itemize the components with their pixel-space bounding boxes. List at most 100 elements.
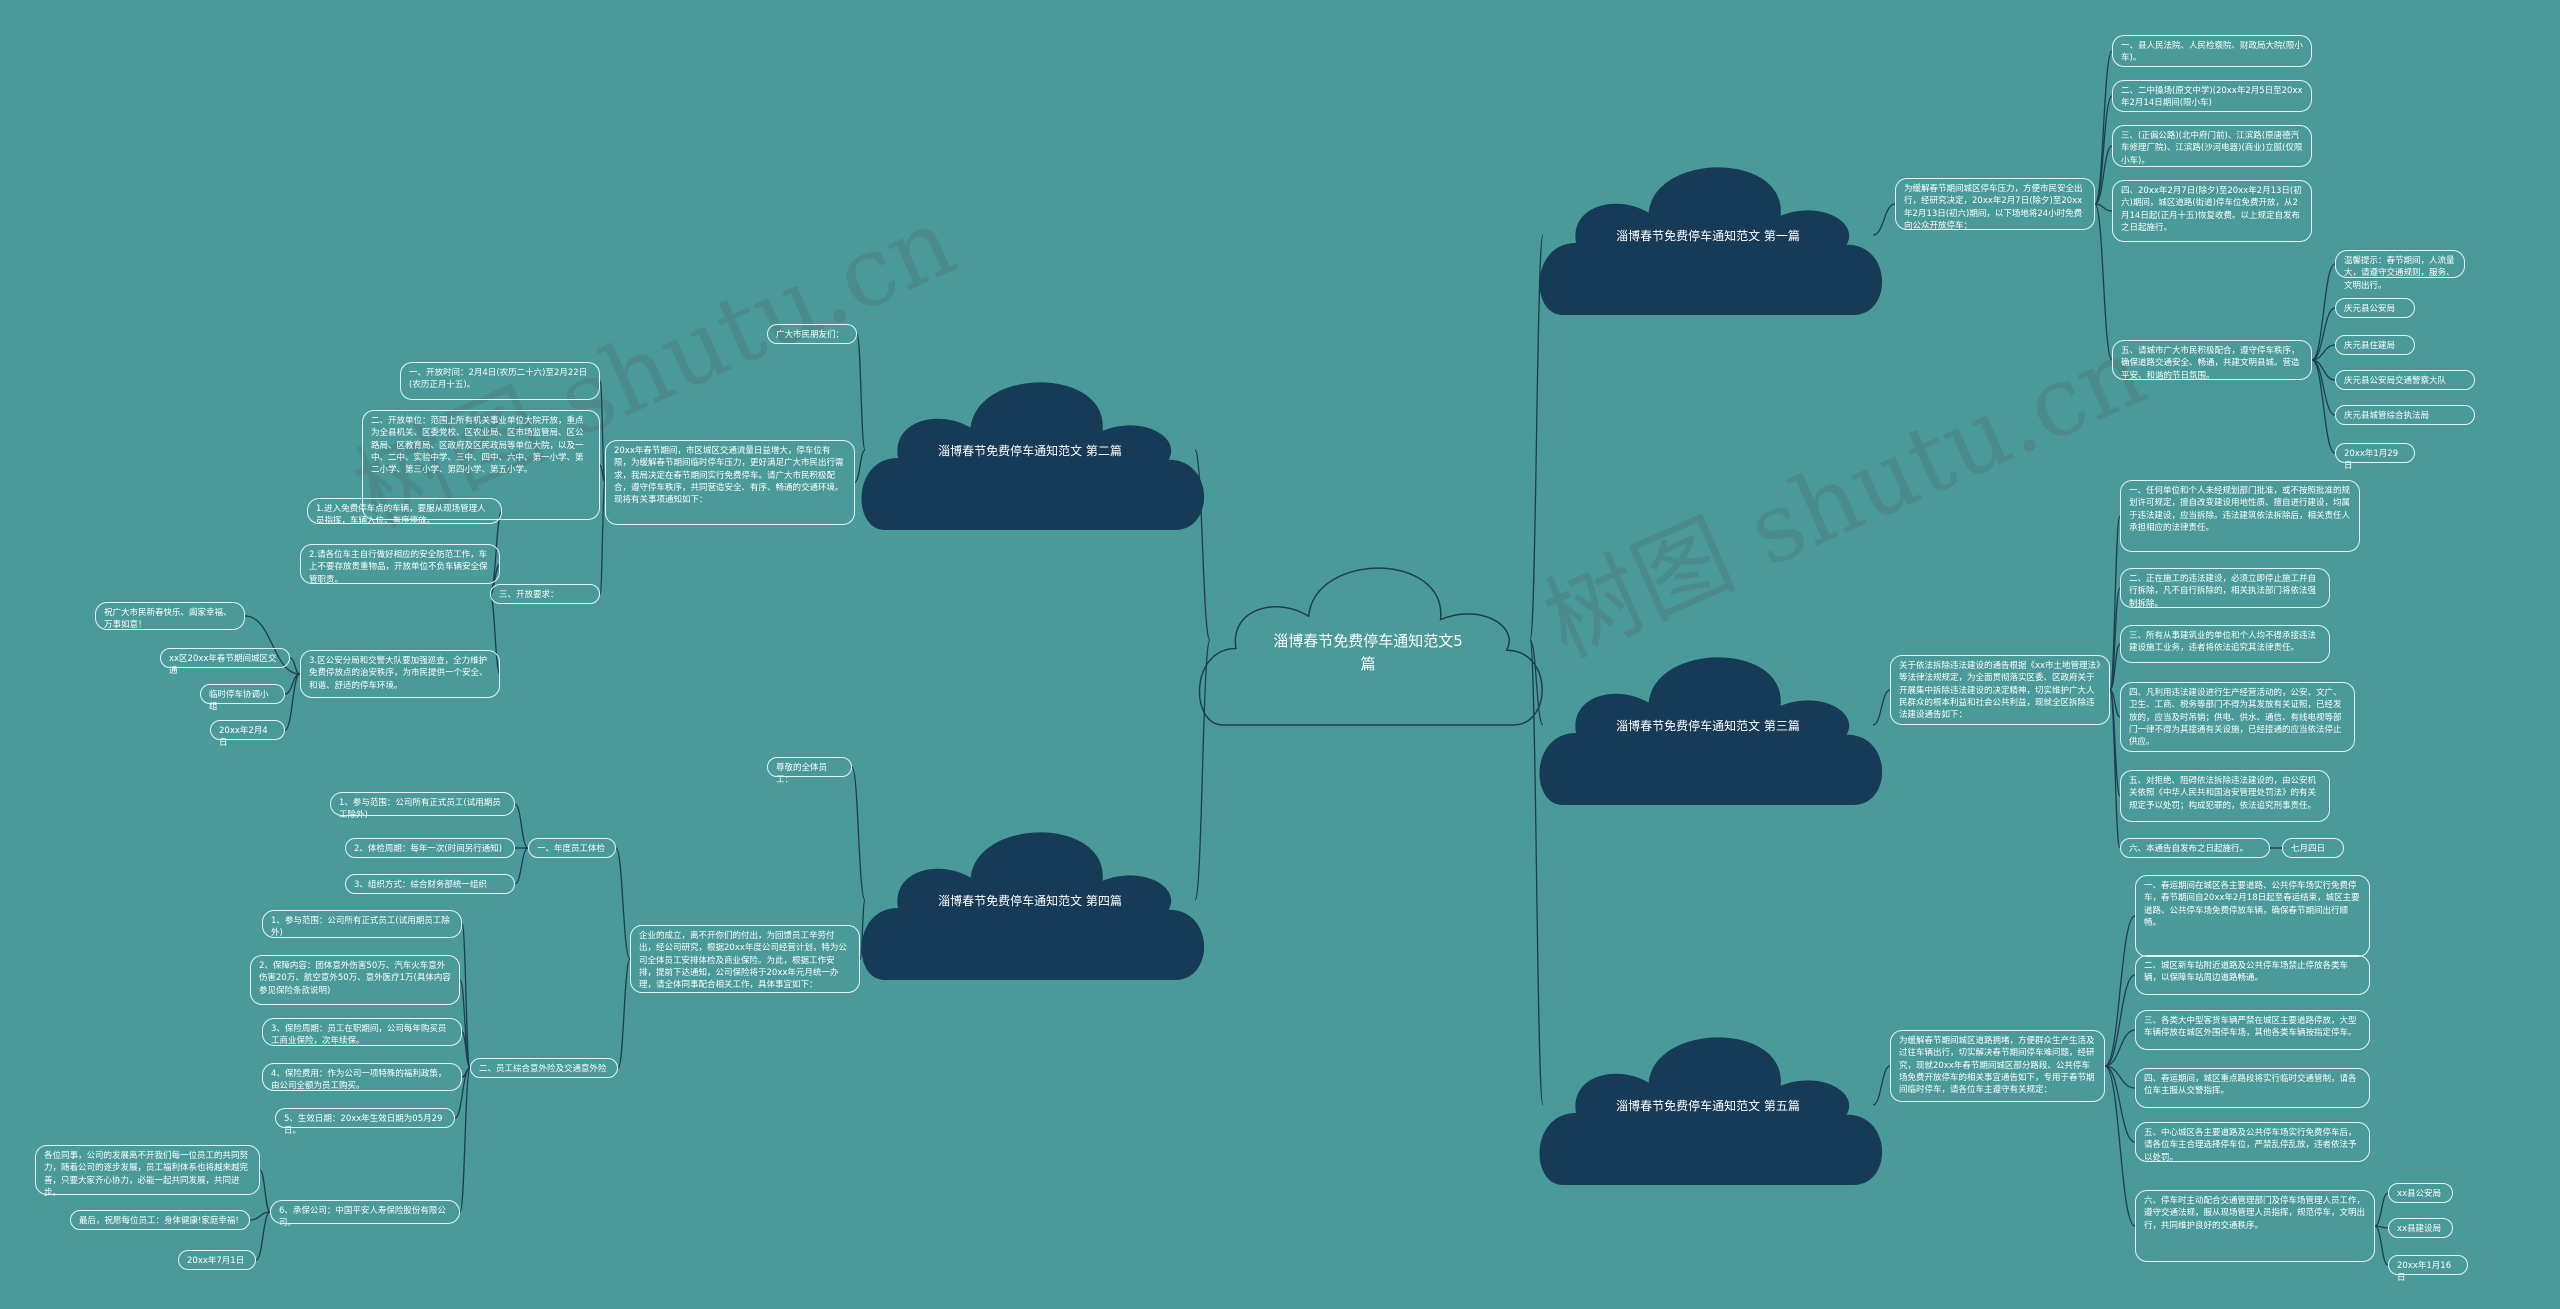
branch1-sub-6[interactable]: 20xx年1月29日 (2335, 443, 2415, 471)
branch4-insurance-2[interactable]: 2、保障内容：团体意外伤害50万、汽车火车意外伤害20万、航空意外50万、意外医… (250, 955, 460, 1005)
connector-line (599, 481, 606, 595)
branch1-item-5[interactable]: 五、请城市广大市民积极配合，遵守停车秩序，确保道路交通安全、畅通，共建文明县城。… (2112, 340, 2312, 381)
branch1-sub-4[interactable]: 庆元县公安局交通警察大队 (2335, 370, 2475, 390)
branch5-item-1[interactable]: 一、春运期间在城区各主要道路、公共停车场实行免费停车，春节期间自20xx年2月1… (2135, 875, 2370, 957)
connector-line (461, 1031, 471, 1069)
branch-title-4: 淄博春节免费停车通知范文 第四篇 (938, 894, 1122, 908)
branch2-intro[interactable]: 20xx年春节期间，市区城区交通流量日益增大，停车位有限，为缓解春节期间临时停车… (605, 440, 855, 525)
branch2-sub-3[interactable]: 临时停车协调小组 (200, 684, 285, 712)
connector-line (1872, 1065, 1891, 1106)
branch2-item-2[interactable]: 二、开放单位：范围上所有机关事业单位大院开放，重点为全县机关、区委党校、区农业局… (362, 410, 600, 520)
connector-line (1194, 639, 1211, 901)
branch-cloud-5[interactable] (1539, 1037, 1883, 1185)
branch1-sub-5[interactable]: 庆元县城管综合执法局 (2335, 405, 2475, 425)
connector-line (249, 1211, 271, 1221)
branch5-item-3[interactable]: 三、各类大中型客货车辆严禁在城区主要道路停放，大型车辆停放在城区外围停车场，其他… (2135, 1010, 2370, 1050)
branch-cloud-1[interactable] (1539, 167, 1883, 315)
branch2-item-1[interactable]: 一、开放时间：2月4日(农历二十六)至2月22日(农历正月十五)。 (400, 362, 600, 400)
branch2-sub-2[interactable]: xx区20xx年春节期间城区交通 (160, 648, 290, 676)
branch5-item-6[interactable]: 六、停车时主动配合交通管理部门及停车场管理人员工作，遵守交通法规，服从现场管理人… (2135, 1190, 2375, 1262)
branch5-item-5[interactable]: 五、中心城区各主要道路及公共停车场实行免费停车后，请各位车主合理选择停车位，严禁… (2135, 1122, 2370, 1163)
connector-line (617, 958, 631, 1069)
connector-line (2311, 359, 2336, 454)
connector-line (244, 615, 301, 675)
branch3-item-6[interactable]: 六、本通告自发布之日起施行。 (2120, 838, 2270, 858)
branch-title-1: 淄博春节免费停车通知范文 第一篇 (1616, 229, 1800, 243)
connector-line (859, 899, 866, 960)
connector-line (454, 1067, 471, 1119)
branch1-sub-2[interactable]: 庆元县公安局 (2335, 298, 2415, 318)
branch2-requirement-3[interactable]: 3.区公安分局和交警大队要加强巡查，全力维护免费停放点的治安秩序，为市民提供一个… (300, 650, 500, 698)
branch3-item-5[interactable]: 五、对拒绝、阻碍依法拆除违法建设的，由公安机关依照《中华人民共和国治安管理处罚法… (2120, 770, 2330, 822)
connector-line (2094, 50, 2113, 205)
branch5-sub-1[interactable]: xx县公安局 (2388, 1183, 2453, 1203)
central-topic-cloud[interactable] (1198, 567, 1543, 726)
branch2-sub-4[interactable]: 20xx年2月4日 (210, 720, 285, 748)
branch4-sub-2[interactable]: 最后，祝愿每位员工：身体健康!家庭幸福! (70, 1210, 250, 1230)
connector-line (2104, 974, 2136, 1067)
connector-line (856, 333, 866, 451)
branch4-greeting[interactable]: 尊敬的全体员工： (767, 757, 852, 785)
branch4-sub-3[interactable]: 20xx年7月1日 (178, 1250, 256, 1270)
branch3-intro[interactable]: 关于依法拆除违法建设的通告根据《xx市土地管理法》等法律法规规定，为全面贯彻落实… (1890, 655, 2110, 725)
branch4-insurance-3[interactable]: 3、保险周期：员工在职期间，公司每年购买员工商业保险，次年续保。 (262, 1018, 462, 1046)
branch4-insurance-5[interactable]: 5、生效日期：20xx年生效日期为05月29日。 (275, 1108, 455, 1136)
connector-line (2104, 1065, 2136, 1227)
connector-line (2094, 203, 2113, 361)
branch1-item-1[interactable]: 一、县人民法院、人民检察院、财政局大院(限小车)。 (2112, 35, 2312, 67)
connector-line (2104, 1065, 2136, 1143)
connector-line (259, 1169, 271, 1213)
branch-cloud-3[interactable] (1539, 657, 1883, 805)
branch1-item-2[interactable]: 二、二中操场(原文中学)(20xx年2月5日至20xx年2月14日期间(限小车) (2112, 80, 2312, 112)
branch1-sub-1[interactable]: 温馨提示：春节期间，人流量大，请遵守交通规则，服务、文明出行。 (2335, 250, 2465, 291)
branch2-item-3[interactable]: 三、开放要求： (490, 584, 600, 604)
connector-line (2311, 344, 2336, 361)
branch1-intro[interactable]: 为缓解春节期间城区停车压力，方便市民安全出行，经研究决定，20xx年2月7日(除… (1895, 178, 2095, 231)
branch1-sub-3[interactable]: 庆元县住建局 (2335, 335, 2415, 355)
branch3-item-2[interactable]: 二、正在施工的违法建设，必须立即停止施工并自行拆除，凡不自行拆除的，相关执法部门… (2120, 568, 2330, 609)
connector-line (599, 464, 606, 483)
branch4-exam-2[interactable]: 2、体检周期：每年一次(时间另行通知) (345, 838, 515, 858)
branch4-section-2[interactable]: 二、员工综合意外险及交通意外险 (470, 1058, 618, 1078)
branch4-section-1[interactable]: 一、年度员工体检 (528, 838, 616, 858)
branch4-sub-1[interactable]: 各位同事，公司的发展离不开我们每一位员工的共同努力，随着公司的逐步发展，员工福利… (35, 1145, 260, 1198)
branch2-requirement-2[interactable]: 2.请各位车主自行做好相应的安全防范工作，车上不要存放贵重物品，开放单位不负车辆… (300, 544, 500, 585)
connector-line (2094, 145, 2113, 205)
branch5-sub-3[interactable]: 20xx年1月16日 (2388, 1255, 2468, 1283)
connector-line (1529, 639, 1544, 1106)
connector-line (2109, 643, 2121, 691)
branch4-intro[interactable]: 企业的成立，离不开你们的付出，为回馈员工辛劳付出，经公司研究，根据20xx年度公… (630, 925, 860, 993)
branch5-sub-2[interactable]: xx县建设局 (2388, 1218, 2453, 1238)
branch4-exam-3[interactable]: 3、组织方式：综合财务部统一组织 (345, 874, 515, 894)
branch5-intro[interactable]: 为缓解春节期间城区道路拥堵，方便群众生产生活及过往车辆出行，切实解决春节期间停车… (1890, 1030, 2105, 1102)
branch4-exam-1[interactable]: 1、参与范围：公司所有正式员工(试用期员工除外) (330, 792, 515, 820)
connector-line (514, 847, 529, 885)
branch4-insurance-6[interactable]: 6、承保公司：中国平安人寿保险股份有限公司。 (270, 1200, 460, 1228)
branch5-item-4[interactable]: 四、春运期间，城区重点路段将实行临时交通管制，请各位车主服从交警指挥。 (2135, 1068, 2370, 1108)
branch5-item-2[interactable]: 二、城区新车站附近道路及公共停车场禁止停放各类车辆，以保障车站周边道路畅通。 (2135, 955, 2370, 995)
branch3-date[interactable]: 七月四日 (2282, 838, 2344, 858)
branch2-sub-1[interactable]: 祝广大市民新春快乐、阖家幸福、万事如意！ (95, 602, 245, 630)
connector-line (615, 847, 631, 960)
branch-cloud-2[interactable] (861, 382, 1205, 530)
branch4-insurance-4[interactable]: 4、保险费用：作为公司一项特殊的福利政策，由公司全额为员工购买。 (262, 1063, 462, 1091)
branch3-item-3[interactable]: 三、所有从事建筑业的单位和个人均不得承接违法建设施工业务，违者将依法追究其法律责… (2120, 625, 2330, 663)
connector-line (854, 449, 866, 483)
connector-line (599, 380, 606, 483)
branch2-greeting[interactable]: 广大市民朋友们： (767, 324, 857, 344)
branch2-requirement-1[interactable]: 1.进入免费停车点的车辆，要服从现场管理人员指挥，车辆入位、有序停放。 (307, 498, 502, 526)
branch1-item-4[interactable]: 四、20xx年2月7日(除夕)至20xx年2月13日(初六)期间，城区道路(街道… (2112, 180, 2312, 242)
connector-line (2104, 1029, 2136, 1067)
branch-title-5: 淄博春节免费停车通知范文 第五篇 (1616, 1099, 1800, 1113)
branch4-insurance-1[interactable]: 1、参与范围：公司所有正式员工(试用期员工除外) (262, 910, 462, 938)
connector-line (1872, 689, 1891, 726)
connector-line (2094, 95, 2113, 205)
branch-cloud-4[interactable] (861, 832, 1205, 980)
connector-line (1872, 203, 1896, 236)
branch1-item-3[interactable]: 三、(正偏公路)(北中府门前)、江滨路(原唐德汽车修理厂院)、江滨路(沙河电器)… (2112, 125, 2312, 167)
branch3-item-4[interactable]: 四、凡利用违法建设进行生产经营活动的，公安、文广、卫生、工商、税务等部门不得为其… (2120, 682, 2355, 752)
connector-line (2109, 587, 2121, 691)
branch3-item-1[interactable]: 一、任何单位和个人未经规划部门批准，或不按照批准的规划许可规定，擅自改变建设用地… (2120, 480, 2360, 552)
connector-line (1529, 639, 1544, 726)
